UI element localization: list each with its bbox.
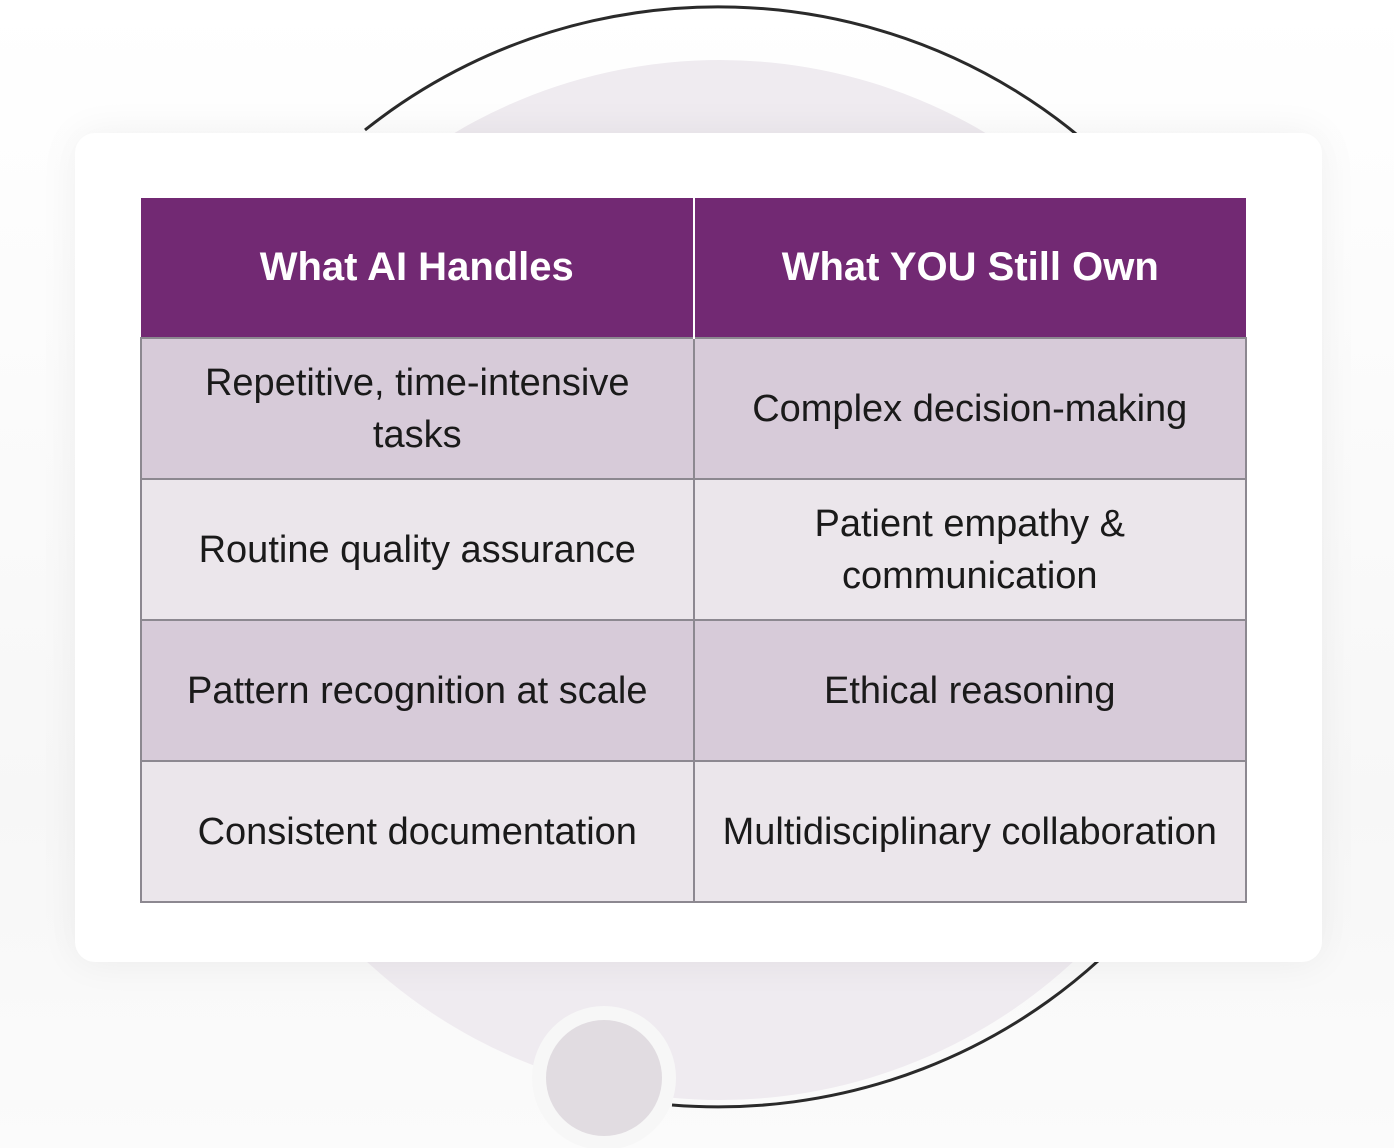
comparison-card: What AI Handles What YOU Still Own Repet… bbox=[75, 133, 1322, 962]
table-row: Routine quality assurance Patient empath… bbox=[140, 478, 1247, 621]
table-cell: Complex decision-making bbox=[692, 337, 1247, 480]
small-circle bbox=[546, 1020, 662, 1136]
header-ai-handles: What AI Handles bbox=[141, 198, 695, 338]
table-cell: Consistent documentation bbox=[140, 760, 695, 903]
table-cell: Patient empathy & communication bbox=[692, 478, 1247, 621]
header-you-own: What YOU Still Own bbox=[693, 198, 1246, 338]
table-cell: Repetitive, time-intensive tasks bbox=[140, 337, 695, 480]
table-row: Pattern recognition at scale Ethical rea… bbox=[140, 619, 1247, 762]
table-cell: Ethical reasoning bbox=[692, 619, 1247, 762]
table-row: Repetitive, time-intensive tasks Complex… bbox=[140, 337, 1247, 480]
table-cell: Pattern recognition at scale bbox=[140, 619, 695, 762]
table-header-row: What AI Handles What YOU Still Own bbox=[141, 198, 1246, 338]
table-row: Consistent documentation Multidisciplina… bbox=[140, 760, 1247, 903]
comparison-table: What AI Handles What YOU Still Own Repet… bbox=[140, 198, 1247, 903]
table-cell: Routine quality assurance bbox=[140, 478, 695, 621]
table-cell: Multidisciplinary collaboration bbox=[692, 760, 1247, 903]
